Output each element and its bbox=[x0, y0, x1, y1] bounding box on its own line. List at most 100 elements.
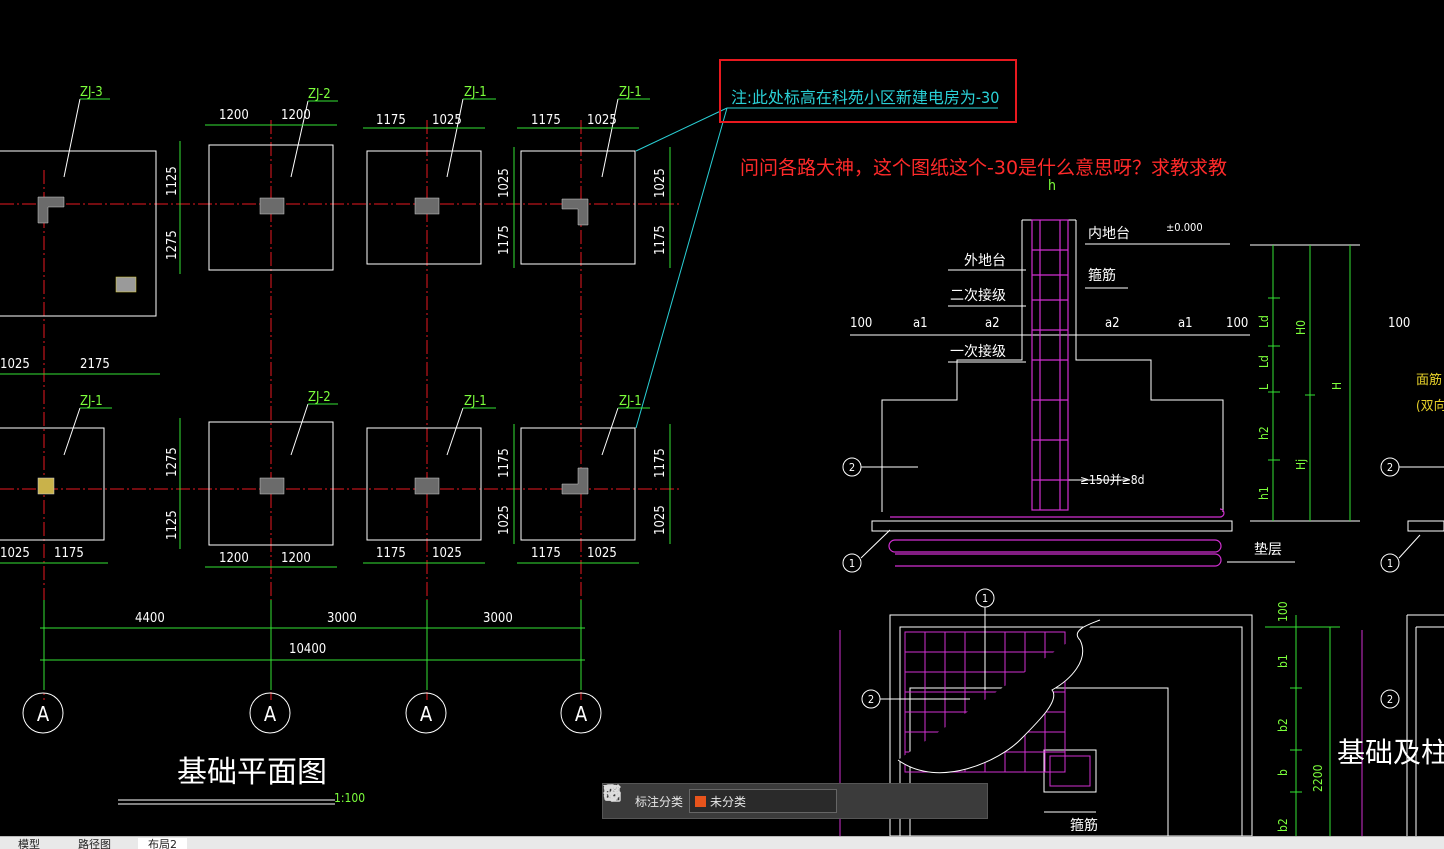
dim-text: 1175 bbox=[531, 546, 561, 561]
axis-bubble-labels: A A A A bbox=[37, 702, 588, 726]
dim-text: 1275 bbox=[165, 447, 180, 477]
dim-text: a1 bbox=[913, 316, 928, 331]
dim-text: 1025 bbox=[0, 357, 30, 372]
footing-tags: ZJ-3 ZJ-2 ZJ-1 ZJ-1 ZJ-1 ZJ-2 ZJ-1 ZJ-1 bbox=[80, 85, 642, 409]
plan-scale: 1:100 bbox=[334, 791, 365, 805]
plan-detail-label: 箍筋 bbox=[1070, 817, 1098, 834]
dim-text: Hj bbox=[1294, 459, 1308, 470]
plan-detail-green bbox=[1265, 615, 1340, 836]
dim-text: 1200 bbox=[281, 551, 311, 566]
dim-text: 100 bbox=[1226, 316, 1248, 331]
dim-text: b1 bbox=[1276, 654, 1290, 668]
layout-tab-bar: 模型 路径图 布局2 bbox=[0, 836, 1444, 849]
dim-text: 1200 bbox=[281, 108, 311, 123]
dim-text: 1025 bbox=[587, 546, 617, 561]
dim-text: 3000 bbox=[483, 611, 513, 626]
dim-text: 2200 bbox=[1311, 764, 1325, 792]
footing-tag: ZJ-1 bbox=[80, 394, 103, 409]
dim-text: 1025 bbox=[432, 546, 462, 561]
vertical-dimension-texts: 1125 1275 1025 1175 1025 1175 1275 1125 … bbox=[165, 166, 668, 540]
note-highlight-box bbox=[719, 59, 1017, 123]
axis-label: A bbox=[264, 702, 277, 726]
section-label: ±0.000 bbox=[1166, 221, 1203, 234]
question-annotation: 问问各路大神，这个图纸这个-30是什么意思呀？求教求教 bbox=[740, 157, 1228, 179]
dimension-texts: 1200 1200 1175 1025 1175 1025 1025 2175 … bbox=[0, 108, 617, 657]
dim-text: b2 bbox=[1276, 718, 1290, 732]
marker-label: 2 bbox=[1387, 693, 1393, 706]
dim-text: Ld bbox=[1257, 315, 1271, 328]
tab-path-diagram[interactable]: 路径图 bbox=[78, 838, 111, 849]
marker-label: 1 bbox=[982, 592, 988, 605]
paste-icon[interactable] bbox=[604, 784, 967, 816]
detail-title: 基础及柱钢筋 bbox=[1337, 736, 1444, 769]
dim-text: H0 bbox=[1294, 320, 1308, 335]
section-marker-labels: 2 1 2 1 bbox=[849, 461, 1393, 570]
footing-tag: ZJ-3 bbox=[80, 85, 103, 100]
annotation-toolbar: 标注分类 未分类 bbox=[602, 783, 988, 819]
dim-text: 1125 bbox=[165, 166, 180, 196]
footing-tag: ZJ-2 bbox=[308, 87, 331, 102]
footing-tag: ZJ-1 bbox=[464, 85, 487, 100]
dim-text: a1 bbox=[1178, 316, 1193, 331]
edit-icon[interactable] bbox=[605, 784, 877, 816]
dim-text: a2 bbox=[1105, 316, 1120, 331]
partial-label: 面筋 bbox=[1416, 372, 1442, 388]
axis-label: A bbox=[37, 702, 50, 726]
dim-text: 1175 bbox=[376, 113, 406, 128]
dim-text: 1025 bbox=[497, 168, 512, 198]
right-partial-labels: 面筋 (双向 bbox=[1416, 372, 1444, 414]
section-markers bbox=[842, 457, 1444, 573]
dim-text: b2 bbox=[1276, 818, 1290, 832]
section-label: ≥150并≥8d bbox=[1080, 473, 1144, 487]
section-label: 垫层 bbox=[1254, 542, 1282, 558]
section-label: 二次接级 bbox=[950, 287, 1006, 304]
dim-text: 1025 bbox=[497, 505, 512, 535]
tab-layout2[interactable]: 布局2 bbox=[138, 838, 187, 849]
break-line bbox=[897, 619, 1101, 774]
plan-title: 基础平面图 bbox=[177, 755, 327, 790]
dim-text: 100 bbox=[850, 316, 872, 331]
dim-text: 1175 bbox=[653, 448, 668, 478]
dim-text: 4400 bbox=[135, 611, 165, 626]
footing-tag: ZJ-1 bbox=[619, 394, 642, 409]
section-dims: 100 a1 a2 a2 a1 100 100 bbox=[850, 316, 1410, 331]
dim-text: H bbox=[1330, 382, 1344, 390]
dim-text: 1125 bbox=[165, 510, 180, 540]
dim-text: 1175 bbox=[531, 113, 561, 128]
dim-text: 100 bbox=[1388, 316, 1410, 331]
columns bbox=[37, 196, 589, 495]
dim-text: 1175 bbox=[497, 225, 512, 255]
footing-tag: ZJ-1 bbox=[619, 85, 642, 100]
plan-detail-vertical-dims: 100 b1 b2 b 2200 b2 bbox=[1276, 601, 1325, 832]
move-icon[interactable] bbox=[603, 784, 907, 816]
section-labels: h 内地台 ±0.000 外地台 箍筋 二次接级 一次接级 ≥150并≥8d 垫… bbox=[950, 178, 1282, 558]
dim-text: 1200 bbox=[219, 108, 249, 123]
tab-model[interactable]: 模型 bbox=[18, 838, 40, 849]
footing-outlines bbox=[0, 144, 636, 546]
section-outline bbox=[850, 219, 1360, 563]
marker-label: 2 bbox=[849, 461, 855, 474]
dim-text: 1200 bbox=[219, 551, 249, 566]
dim-text: 1025 bbox=[0, 546, 30, 561]
dim-text: 1175 bbox=[376, 546, 406, 561]
dim-text: 1175 bbox=[54, 546, 84, 561]
section-green-lines bbox=[1268, 245, 1351, 521]
dim-text: 3000 bbox=[327, 611, 357, 626]
section-rebar bbox=[888, 219, 1225, 567]
axis-label: A bbox=[420, 702, 433, 726]
elevation-note[interactable]: 注:此处标高在科苑小区新建电房为-30 bbox=[731, 88, 999, 107]
partial-label: (双向 bbox=[1416, 398, 1444, 414]
dim-text: 10400 bbox=[289, 642, 326, 657]
dim-text: b bbox=[1276, 769, 1290, 776]
dim-text: L bbox=[1257, 384, 1271, 390]
copy-icon[interactable] bbox=[605, 785, 937, 816]
dim-text: h2 bbox=[1257, 426, 1271, 440]
section-label: 一次接级 bbox=[950, 343, 1006, 360]
category-select[interactable]: 未分类 bbox=[603, 785, 838, 813]
axis-label: A bbox=[575, 702, 588, 726]
marker-label: 1 bbox=[849, 557, 855, 570]
dim-text: 1275 bbox=[165, 230, 180, 260]
marker-label: 2 bbox=[1387, 461, 1393, 474]
plan-detail-marker-labels: 1 2 2 bbox=[868, 592, 1393, 706]
